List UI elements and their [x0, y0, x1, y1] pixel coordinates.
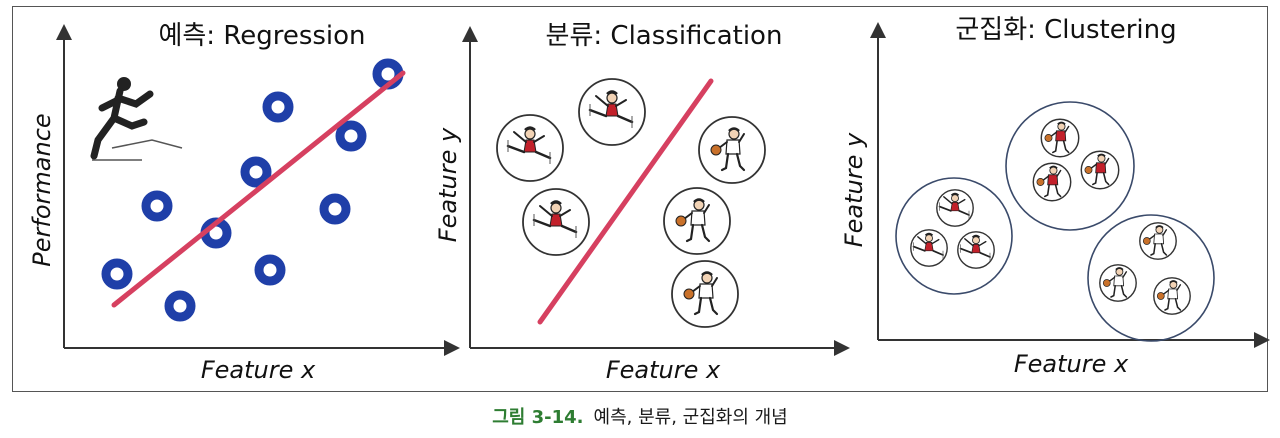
regression-title: 예측: Regression: [158, 21, 365, 51]
regression-x-label: Feature x: [201, 356, 316, 384]
cluster-3: [1087, 214, 1215, 342]
basketball-item: [671, 260, 739, 328]
figure-frame: [12, 6, 1268, 392]
regression-y-label: Performance: [28, 113, 56, 266]
data-point: [101, 258, 133, 290]
regression-line: [111, 70, 406, 308]
data-point: [240, 156, 272, 188]
clustering-x-label: Feature x: [1014, 350, 1129, 378]
gymnast-item: [578, 78, 646, 146]
data-point: [319, 193, 351, 225]
regression-points: [101, 58, 404, 322]
cluster-boundary: [895, 177, 1013, 295]
figure-caption: 그림 3-14. 예측, 분류, 군집화의 개념: [0, 403, 1280, 429]
data-point: [141, 190, 173, 222]
class-b-group: [663, 116, 766, 328]
classification-title: 분류: Classification: [546, 21, 783, 51]
cluster-2: [895, 177, 1013, 295]
caption-text: 예측, 분류, 군집화의 개념: [593, 407, 788, 428]
classification-panel: 분류: Classification Feature x Feature y: [434, 21, 850, 384]
clustering-y-label: Feature y: [840, 132, 868, 247]
regression-panel: 예측: Regression Feature x Performance: [28, 21, 460, 384]
data-point: [335, 120, 367, 152]
clustering-title: 군집화: Clustering: [955, 15, 1176, 45]
decision-boundary: [537, 78, 714, 325]
data-point: [262, 91, 294, 123]
caption-label: 그림 3-14.: [492, 407, 584, 428]
cluster-1: [1005, 101, 1135, 231]
classification-y-label: Feature y: [434, 127, 462, 242]
classification-x-label: Feature x: [606, 356, 721, 384]
basketball-item: [698, 116, 766, 184]
cluster-boundary: [1005, 101, 1135, 231]
gymnast-item: [496, 114, 564, 182]
basketball-item: [663, 187, 731, 255]
runner-icon: [92, 77, 182, 160]
gymnast-item: [522, 188, 590, 256]
data-point: [164, 290, 196, 322]
class-a-group: [496, 78, 646, 256]
clustering-panel: 군집화: Clustering Feature x Feature y: [840, 15, 1270, 378]
cluster-boundary: [1087, 214, 1215, 342]
data-point: [254, 254, 286, 286]
